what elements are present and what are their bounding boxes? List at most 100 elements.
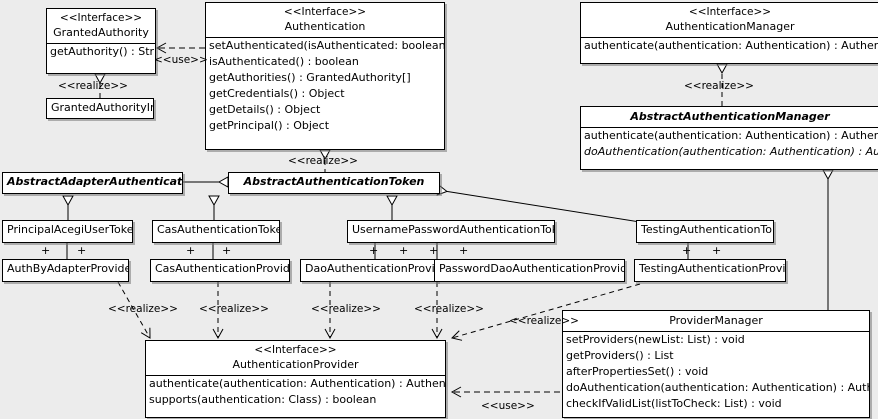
class-header: CasAuthenticationToken xyxy=(153,221,279,240)
class-name: TestingAuthenticationToken xyxy=(641,223,773,236)
method-item: getProviders() : List xyxy=(566,349,674,362)
class-testing-authentication-provider[interactable]: TestingAuthenticationProvider xyxy=(634,259,786,282)
method-item: setProviders(newList: List) : void xyxy=(566,333,745,346)
class-header: AbstractAuthenticationToken xyxy=(229,173,439,192)
divider xyxy=(581,127,878,128)
class-testing-authentication-token[interactable]: TestingAuthenticationToken xyxy=(636,220,774,243)
relationship-label-realize-granted-authority-impl: <<realize>> xyxy=(58,80,128,92)
class-username-password-authentication-token[interactable]: UsernamePasswordAuthenticationToken xyxy=(347,220,555,243)
class-name: TestingAuthenticationProvider xyxy=(639,262,786,275)
divider xyxy=(563,331,869,332)
class-provider-manager[interactable]: ProviderManager setProviders(newList: Li… xyxy=(562,310,870,418)
class-name: GrantedAuthorityImpl xyxy=(51,101,153,114)
class-password-dao-authentication-provider[interactable]: PasswordDaoAuthenticationProvider xyxy=(434,259,625,282)
class-name: GrantedAuthority xyxy=(53,26,149,39)
method-item: checkIfValidList(listToCheck: List) : vo… xyxy=(566,397,782,410)
relationship-label-realize-testing-authentication-provider: <<realize>> xyxy=(509,315,579,327)
association-plus-marker: + xyxy=(712,244,722,257)
class-header: PrincipalAcegiUserToken xyxy=(3,221,132,240)
method-compartment: getAuthority() : String xyxy=(47,44,155,60)
method-item: doAuthentication(authentication: Authent… xyxy=(566,381,869,394)
method-item: getAuthorities() : GrantedAuthority[] xyxy=(209,71,411,84)
class-name: AuthenticationProvider xyxy=(232,358,359,371)
relationship-label-realize-cas-authentication-provider: <<realize>> xyxy=(199,303,269,315)
stereotype-label: <<Interface>> xyxy=(688,6,772,18)
association-plus-marker: + xyxy=(369,244,379,257)
class-granted-authority-impl[interactable]: GrantedAuthorityImpl xyxy=(46,98,154,119)
association-plus-marker: + xyxy=(429,244,439,257)
method-item: afterPropertiesSet() : void xyxy=(566,365,709,378)
class-header: PasswordDaoAuthenticationProvider xyxy=(435,260,624,279)
class-dao-authentication-provider[interactable]: DaoAuthenticationProvider xyxy=(300,259,438,282)
relationship-label-use-authentication-granted-authority: <<use>> xyxy=(154,54,208,66)
class-header: DaoAuthenticationProvider xyxy=(301,260,437,279)
association-plus-marker: + xyxy=(222,244,232,257)
class-name: CasAuthenticationProvider xyxy=(155,262,290,275)
divider xyxy=(47,43,155,44)
relationship-label-realize-abstract-authentication-token: <<realize>> xyxy=(288,155,358,167)
association-plus-marker: + xyxy=(77,244,87,257)
method-item: getCredentials() : Object xyxy=(209,87,345,100)
relationship-label-use-provider-manager: <<use>> xyxy=(481,400,535,412)
class-header: <<Interface>> Authentication xyxy=(206,3,444,37)
method-item: getDetails() : Object xyxy=(209,103,321,116)
method-compartment: authenticate(authentication: Authenticat… xyxy=(581,38,878,54)
method-compartment: authenticate(authentication: Authenticat… xyxy=(146,376,445,408)
class-abstract-adapter-authentication-token[interactable]: AbstractAdapterAuthenticationToken xyxy=(2,172,183,194)
class-header: CasAuthenticationProvider xyxy=(151,260,289,279)
association-plus-marker: + xyxy=(459,244,469,257)
class-auth-by-adapter-provider[interactable]: AuthByAdapterProvider xyxy=(2,259,129,282)
divider xyxy=(206,37,444,38)
class-abstract-authentication-manager[interactable]: AbstractAuthenticationManager authentica… xyxy=(580,106,878,170)
class-principal-acegi-user-token[interactable]: PrincipalAcegiUserToken xyxy=(2,220,133,243)
class-header: <<Interface>> AuthenticationManager xyxy=(581,3,878,37)
class-name: AuthByAdapterProvider xyxy=(7,262,129,275)
stereotype-label: <<Interface>> xyxy=(283,6,367,18)
stereotype-label: <<Interface>> xyxy=(254,344,337,356)
relationship-label-realize-password-dao-authentication-provider: <<realize>> xyxy=(414,303,484,315)
relationship-label-realize-auth-by-adapter-provider: <<realize>> xyxy=(108,303,178,315)
class-cas-authentication-provider[interactable]: CasAuthenticationProvider xyxy=(150,259,290,282)
class-header: GrantedAuthorityImpl xyxy=(47,99,153,118)
method-compartment: authenticate(authentication: Authenticat… xyxy=(581,128,878,160)
method-item: getPrincipal() : Object xyxy=(209,119,330,132)
class-abstract-authentication-token[interactable]: AbstractAuthenticationToken xyxy=(228,172,440,194)
method-item: authenticate(authentication: Authenticat… xyxy=(584,39,878,52)
class-name: CasAuthenticationToken xyxy=(157,223,280,236)
association-plus-marker: + xyxy=(41,244,51,257)
method-compartment: setAuthenticated(isAuthenticated: boolea… xyxy=(206,38,444,134)
method-compartment: setProviders(newList: List) : void getPr… xyxy=(563,332,869,412)
divider xyxy=(581,37,878,38)
class-name: PrincipalAcegiUserToken xyxy=(7,223,133,236)
class-authentication-provider[interactable]: <<Interface>> AuthenticationProvider aut… xyxy=(145,340,446,418)
class-header: TestingAuthenticationToken xyxy=(637,221,773,240)
relationship-label-realize-dao-authentication-provider: <<realize>> xyxy=(311,303,381,315)
method-item: getAuthority() : String xyxy=(50,45,155,58)
class-authentication[interactable]: <<Interface>> Authentication setAuthenti… xyxy=(205,2,445,150)
class-header: AbstractAuthenticationManager xyxy=(581,107,878,127)
method-item: authenticate(authentication: Authenticat… xyxy=(584,129,878,142)
class-header: TestingAuthenticationProvider xyxy=(635,260,785,279)
class-name: DaoAuthenticationProvider xyxy=(305,262,437,275)
method-item-abstract: doAuthentication(authentication: Authent… xyxy=(584,145,878,158)
class-name: AbstractAuthenticationToken xyxy=(243,175,425,188)
class-header: <<Interface>> AuthenticationProvider xyxy=(146,341,445,375)
method-item: isAuthenticated() : boolean xyxy=(209,55,359,68)
class-name: ProviderManager xyxy=(669,314,763,327)
class-name: AuthenticationManager xyxy=(665,20,795,33)
class-name: AbstractAuthenticationManager xyxy=(630,110,830,123)
class-header: AuthByAdapterProvider xyxy=(3,260,128,279)
class-header: UsernamePasswordAuthenticationToken xyxy=(348,221,554,240)
class-name: AbstractAdapterAuthenticationToken xyxy=(7,175,183,188)
method-item: setAuthenticated(isAuthenticated: boolea… xyxy=(209,39,445,52)
class-cas-authentication-token[interactable]: CasAuthenticationToken xyxy=(152,220,280,243)
class-granted-authority[interactable]: <<Interface>> GrantedAuthority getAuthor… xyxy=(46,8,156,74)
class-header: ProviderManager xyxy=(563,311,869,331)
class-name: PasswordDaoAuthenticationProvider xyxy=(439,262,625,275)
divider xyxy=(146,375,445,376)
association-plus-marker: + xyxy=(186,244,196,257)
class-authentication-manager[interactable]: <<Interface>> AuthenticationManager auth… xyxy=(580,2,878,64)
class-header: <<Interface>> GrantedAuthority xyxy=(47,9,155,43)
class-name: UsernamePasswordAuthenticationToken xyxy=(352,223,555,236)
class-name: Authentication xyxy=(284,20,366,33)
